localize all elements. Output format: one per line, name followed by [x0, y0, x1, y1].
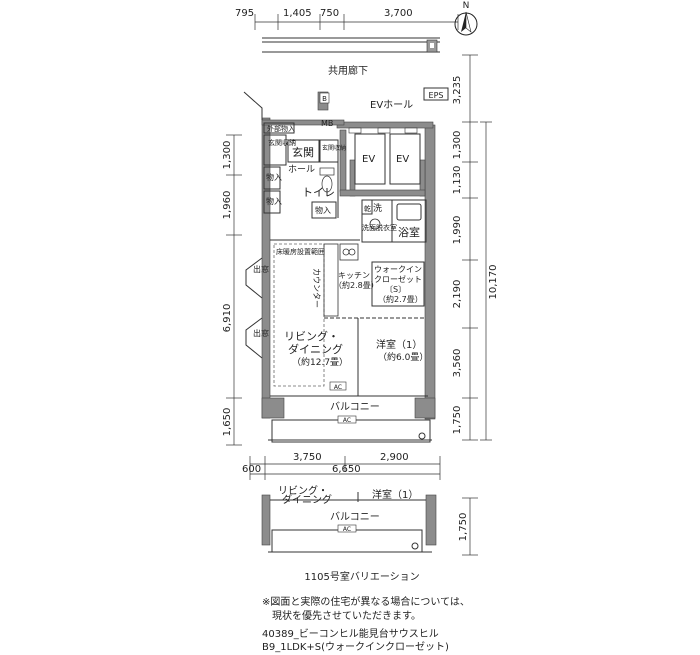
living-label: リビング・: [284, 329, 339, 343]
wic-label: ウォークイン: [374, 265, 422, 274]
ev1-label: EV: [362, 154, 375, 165]
living-label2: ダイニング: [288, 342, 343, 356]
dim-right-4: 2,190: [452, 280, 463, 309]
corridor-label: 共用廊下: [328, 64, 368, 77]
note-line3: 40389_ビーコンヒル能見台サウスヒル: [262, 629, 439, 640]
dim-bottom-0: 3,750: [293, 452, 322, 463]
dim-right-1: 1,300: [452, 131, 463, 160]
dressing-label: 洗面脱衣室: [362, 223, 397, 232]
dim-right-5: 3,560: [452, 349, 463, 378]
var-living-label: リビング・: [278, 484, 328, 497]
common-corridor: 共用廊下: [262, 37, 440, 77]
elevators: EV EV: [348, 127, 421, 185]
b-label: B: [322, 95, 327, 103]
ac2-label: AC: [343, 417, 351, 424]
dim-bottom-left: 600: [242, 464, 261, 475]
kitchen-area-label: （約2.8畳）: [334, 280, 379, 290]
living-area-label: （約12.7畳）: [292, 356, 348, 368]
dim-top-3: 3,700: [384, 8, 413, 19]
eps-box: [423, 87, 449, 101]
ev2-label: EV: [396, 154, 409, 165]
toilet-icon: [319, 167, 335, 193]
basin-icon: [369, 218, 381, 230]
ev-hall-label: EVホール: [370, 99, 413, 111]
ac-label: AC: [334, 384, 342, 391]
eps-label: EPS: [429, 91, 444, 100]
wash-label: 洗: [373, 202, 382, 214]
genkan-storage2-label: 玄関収納: [322, 144, 346, 152]
dim-right-2: 1,130: [452, 166, 463, 195]
variation-caption: 1105号室バリエーション: [304, 570, 419, 583]
wic-label2: クローゼット: [374, 274, 422, 284]
dim-top-0: 795: [235, 8, 254, 19]
kitchen-counter: [323, 243, 359, 317]
kanso-label: 乾: [364, 204, 371, 213]
storage3-label: 物入: [315, 205, 331, 215]
wic-s-label: 〔S〕: [385, 285, 406, 294]
dim-right-0: 3,235: [452, 76, 463, 105]
var-balcony-label: バルコニー: [330, 511, 380, 523]
dimension-labels: 795 1,405 750 3,700 3,235 1,300 1,130 1,…: [222, 8, 499, 541]
dim-bottom-1: 2,900: [380, 452, 409, 463]
dim-bottom-total: 6,650: [332, 464, 361, 475]
dim-left-0: 1,300: [222, 141, 233, 170]
dim-left-2: 6,910: [222, 304, 233, 333]
mb-label: MB: [321, 119, 333, 128]
wet-area: [361, 199, 427, 243]
outdoor-storage-label: 外部物入: [267, 124, 295, 133]
dim-right-6: 1,750: [452, 406, 463, 435]
dim-right-total: 10,170: [488, 265, 499, 300]
dim-right-3: 1,990: [452, 216, 463, 245]
north-compass-icon: N: [454, 1, 478, 36]
balcony-label: バルコニー: [330, 401, 380, 413]
variation-plan: [261, 492, 437, 553]
note-line1: ※図面と実際の住宅が異なる場合については、: [262, 597, 470, 608]
note-line4: B9_1LDK+S(ウォークインクローゼット): [262, 642, 449, 653]
dim-top-2: 750: [320, 8, 339, 19]
bay-windows: [245, 257, 263, 359]
bath-label: 浴室: [398, 225, 420, 239]
genkan-storage-label: 玄関収納: [268, 138, 296, 147]
storage2-label: 物入: [266, 196, 282, 206]
western-label: 洋室（1）: [376, 338, 422, 351]
counter-label: カウンター: [312, 268, 321, 308]
dim-left-3: 1,650: [222, 408, 233, 437]
wic-room: [371, 261, 425, 307]
window2-label: 出窓: [253, 328, 269, 338]
dim-top-1: 1,405: [283, 8, 312, 19]
hall-label: ホール: [288, 164, 315, 175]
genkan-label: 玄関: [292, 145, 314, 159]
dim-left-1: 1,960: [222, 191, 233, 220]
window1-label: 出窓: [253, 264, 269, 274]
note-line2: 現状を優先させていただきます。: [262, 611, 421, 622]
var-living-label2: ダイニング: [282, 493, 332, 506]
storage1-label: 物入: [266, 172, 282, 182]
floor-heating-label: 床暖房設置範囲: [276, 247, 325, 256]
kitchen-label: キッチン: [338, 271, 370, 280]
var-western-label: 洋室（1）: [372, 488, 418, 501]
toilet-label: トイレ: [302, 186, 335, 199]
var-ac-label: AC: [343, 526, 351, 533]
dim-variation-right: 1,750: [458, 513, 469, 542]
entry-outline: [243, 91, 360, 241]
wic-area-label: （約2.7畳）: [378, 294, 423, 304]
compass-label: N: [463, 1, 470, 11]
western-area-label: （約6.0畳）: [378, 351, 428, 363]
